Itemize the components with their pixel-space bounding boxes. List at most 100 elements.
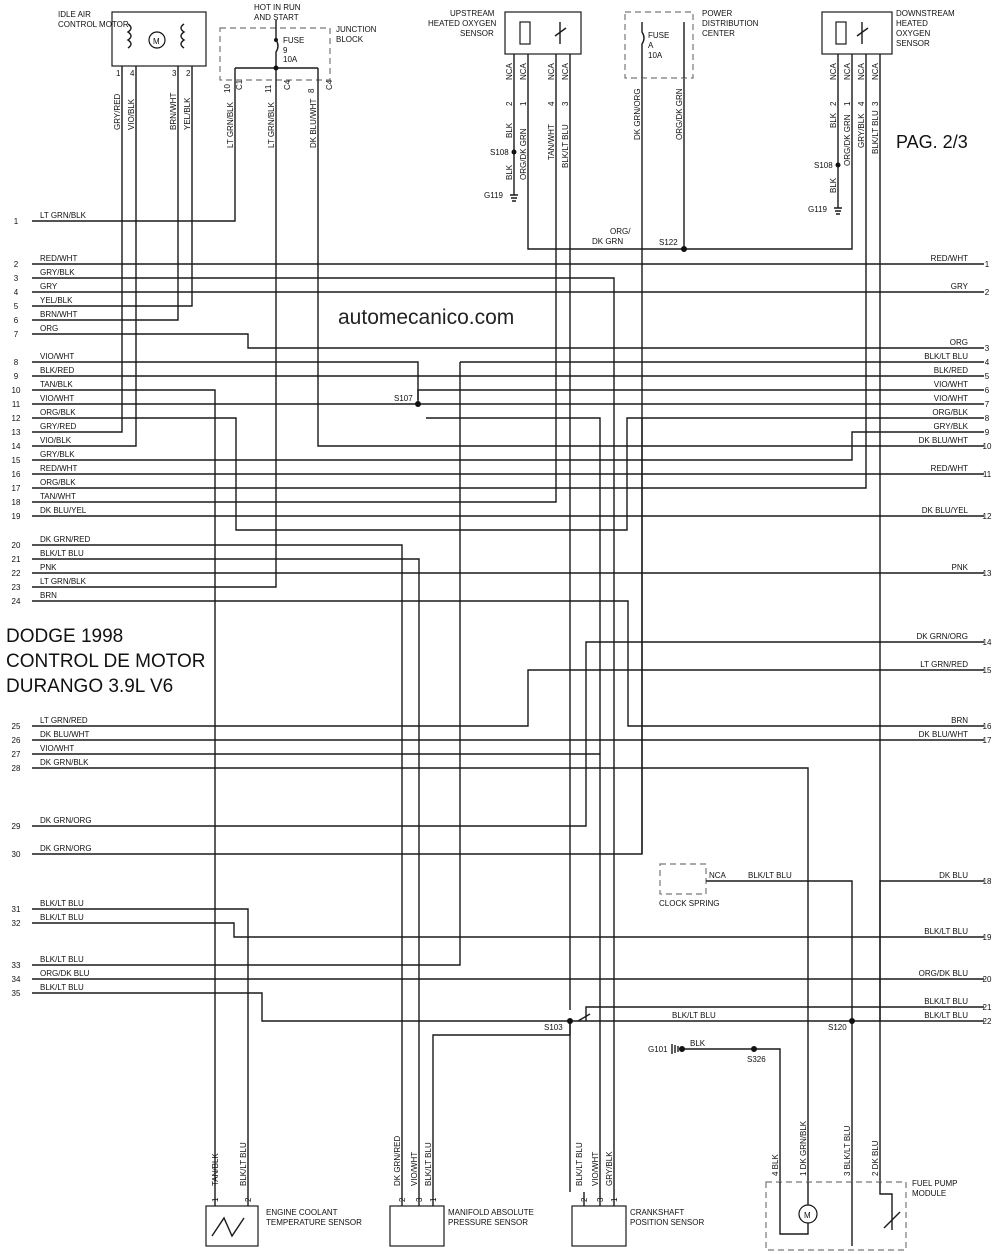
map-wire-2: VIO/WHT [410, 1152, 419, 1186]
left-pin-wire-label: GRY/RED [40, 422, 77, 431]
upstream-wire-orgdkgrn: ORG/DK GRN [519, 128, 528, 180]
left-pin-number: 27 [12, 750, 21, 759]
left-pin-wire-label: BLK/RED [40, 366, 74, 375]
upstream-nca-3: NCA [547, 62, 556, 80]
ect-pin-2: 2 [244, 1197, 253, 1202]
upstream-nca-1: NCA [505, 62, 514, 80]
splice-s122 [681, 246, 687, 252]
downstream-wire-orgdkgrn: ORG/DK GRN [843, 114, 852, 166]
iac-pin-3: 3 [172, 69, 177, 78]
fuel-pump-name-1: FUEL PUMP [912, 1179, 958, 1188]
splices [415, 246, 855, 1054]
splice-s103-label: S103 [544, 1023, 563, 1032]
ect-name-1: ENGINE COOLANT [266, 1208, 338, 1217]
iac-wire-4: YEL/BLK [183, 97, 192, 130]
left-pin-wire-label: LT GRN/RED [40, 716, 88, 725]
upstream-wire-blkltblu: BLK/LT BLU [561, 124, 570, 168]
right-pin-wire-label: BRN [951, 716, 968, 725]
downstream-ground-g119: G119 [808, 205, 828, 214]
downstream-wire-blk-2: BLK [829, 177, 838, 193]
downstream-nca-2: NCA [843, 62, 852, 80]
left-pin-wire-label: DK GRN/RED [40, 535, 90, 544]
left-pin-wire-label: YEL/BLK [40, 296, 73, 305]
junction-block [219, 20, 331, 88]
left-pin-wire-label: BRN/WHT [40, 310, 77, 319]
ckp-pin-3: 3 [596, 1197, 605, 1202]
pdc-fuse-amp: 10A [648, 51, 663, 60]
title-line-2: CONTROL DE MOTOR [6, 651, 206, 672]
pdc-wire-2: ORG/DK GRN [675, 88, 684, 140]
right-pin-number: 20 [983, 975, 992, 984]
left-pin-wire-label: ORG [40, 324, 58, 333]
right-pin-number: 17 [983, 736, 992, 745]
right-pin-wire-label: BLK/LT BLU [924, 352, 968, 361]
downstream-wire-blkltblu: BLK/LT BLU [871, 110, 880, 154]
iac-wire-1: GRY/RED [113, 93, 122, 130]
downstream-name-4: SENSOR [896, 39, 930, 48]
junction-pin-11: 11 [264, 84, 273, 93]
left-pin-wire-label: GRY [40, 282, 58, 291]
page-label: PAG. 2/3 [896, 132, 968, 152]
fuel-pump-name-2: MODULE [912, 1189, 946, 1198]
pump-motor-symbol: M [804, 1211, 811, 1220]
right-pin-number: 22 [983, 1017, 992, 1026]
iac-pin-1: 1 [116, 69, 121, 78]
left-pin-wire-label: TAN/WHT [40, 492, 76, 501]
right-pin-number: 19 [983, 933, 992, 942]
ckp-name-1: CRANKSHAFT [630, 1208, 684, 1217]
left-pin-wire-label: GRY/BLK [40, 450, 75, 459]
junction-name-1: JUNCTION [336, 25, 377, 34]
left-pin-wire-label: TAN/BLK [40, 380, 73, 389]
clock-spring-box [659, 863, 736, 895]
motor-symbol: M [153, 37, 160, 46]
left-pin-wire-label: BRN [40, 591, 57, 600]
junction-fuse-num: 9 [283, 46, 288, 55]
right-pin-wire-label: GRY [951, 282, 969, 291]
map-name-2: PRESSURE SENSOR [448, 1218, 528, 1227]
map-pin-2: 2 [398, 1197, 407, 1202]
left-pin-wire-label: VIO/WHT [40, 352, 74, 361]
downstream-name-1: DOWNSTREAM [896, 9, 955, 18]
pdc-name-3: CENTER [702, 29, 735, 38]
junction-pin-10: 10 [223, 84, 232, 93]
downstream-pin-3: 3 [871, 101, 880, 106]
left-pin-number: 1 [14, 217, 19, 226]
downstream-o2-sensor [821, 11, 893, 1021]
iac-name-2: CONTROL MOTOR [58, 20, 129, 29]
junction-wire-3: DK BLU/WHT [309, 99, 318, 148]
upstream-pin-4: 4 [547, 101, 556, 106]
left-pin-number: 4 [14, 288, 19, 297]
left-pin-number: 25 [12, 722, 21, 731]
splice-s326-label: S326 [747, 1055, 766, 1064]
ckp-wire-2: VIO/WHT [591, 1152, 600, 1186]
right-pin-wire-label: DK GRN/ORG [916, 632, 968, 641]
downstream-name-3: OXYGEN [896, 29, 930, 38]
right-pin-number: 21 [983, 1003, 992, 1012]
right-pin-wire-label: ORG [950, 338, 968, 347]
junction-hot-1: HOT IN RUN [254, 3, 301, 12]
upstream-o2-sensor [504, 11, 582, 202]
left-pin-number: 18 [12, 498, 21, 507]
splice-s103 [567, 1018, 573, 1024]
title-line-3: DURANGO 3.9L V6 [6, 676, 174, 697]
left-pin-wire-label: BLK/LT BLU [40, 913, 84, 922]
map-name-1: MANIFOLD ABSOLUTE [448, 1208, 534, 1217]
left-pin-number: 11 [12, 400, 21, 409]
s122-wire-2: DK GRN [592, 237, 623, 246]
right-pin-number: 5 [985, 372, 990, 381]
left-pin-wire-label: LT GRN/BLK [40, 211, 87, 220]
left-pin-number: 26 [12, 736, 21, 745]
right-pin-number: 3 [985, 344, 990, 353]
right-pin-wire-label: DK BLU/YEL [922, 506, 969, 515]
left-pin-wire-label: DK BLU/YEL [40, 506, 87, 515]
splice-s107 [415, 401, 421, 407]
left-pin-number: 20 [12, 541, 21, 550]
right-pin-wire-label: GRY/BLK [933, 422, 968, 431]
right-pin-wire-label: ORG/BLK [932, 408, 968, 417]
left-pin-number: 19 [12, 512, 21, 521]
left-pin-number: 2 [14, 260, 19, 269]
upstream-name-3: SENSOR [460, 29, 494, 38]
ckp-wire-1: BLK/LT BLU [575, 1142, 584, 1186]
right-pin-wire-label: RED/WHT [931, 254, 968, 263]
